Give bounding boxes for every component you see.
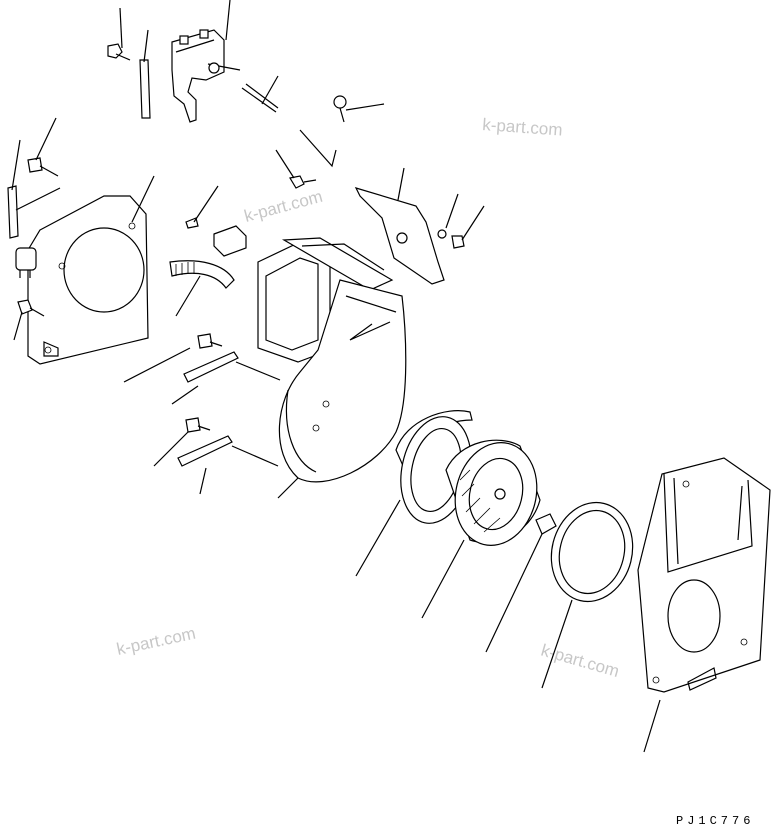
clip-bolt xyxy=(275,95,385,189)
watermark-2: k-part.com xyxy=(242,187,324,226)
drain-hose xyxy=(169,260,235,317)
clamp-band-middle xyxy=(123,333,281,405)
screw-top-left xyxy=(107,7,131,61)
harness-pin xyxy=(241,75,279,113)
watermark-3: k-part.com xyxy=(115,624,197,659)
blower-case xyxy=(257,237,407,499)
screw-left-lower xyxy=(13,299,45,341)
watermark-1: k-part.com xyxy=(482,115,563,140)
resistor-assembly xyxy=(171,0,241,123)
drawing-code: PJ1C776 xyxy=(676,814,754,828)
bolt-left xyxy=(27,117,59,177)
clamp-band-top xyxy=(139,29,151,119)
left-cover-plate xyxy=(27,175,155,365)
right-cover-plate xyxy=(637,457,771,753)
cap xyxy=(485,513,557,653)
clamp-band-lower xyxy=(153,417,279,495)
ring-seal xyxy=(541,501,634,689)
relay xyxy=(15,247,37,278)
mounting-bracket xyxy=(354,167,485,285)
connector xyxy=(185,185,247,257)
clamp-band-left xyxy=(7,139,61,239)
fan-wheel xyxy=(421,439,541,619)
